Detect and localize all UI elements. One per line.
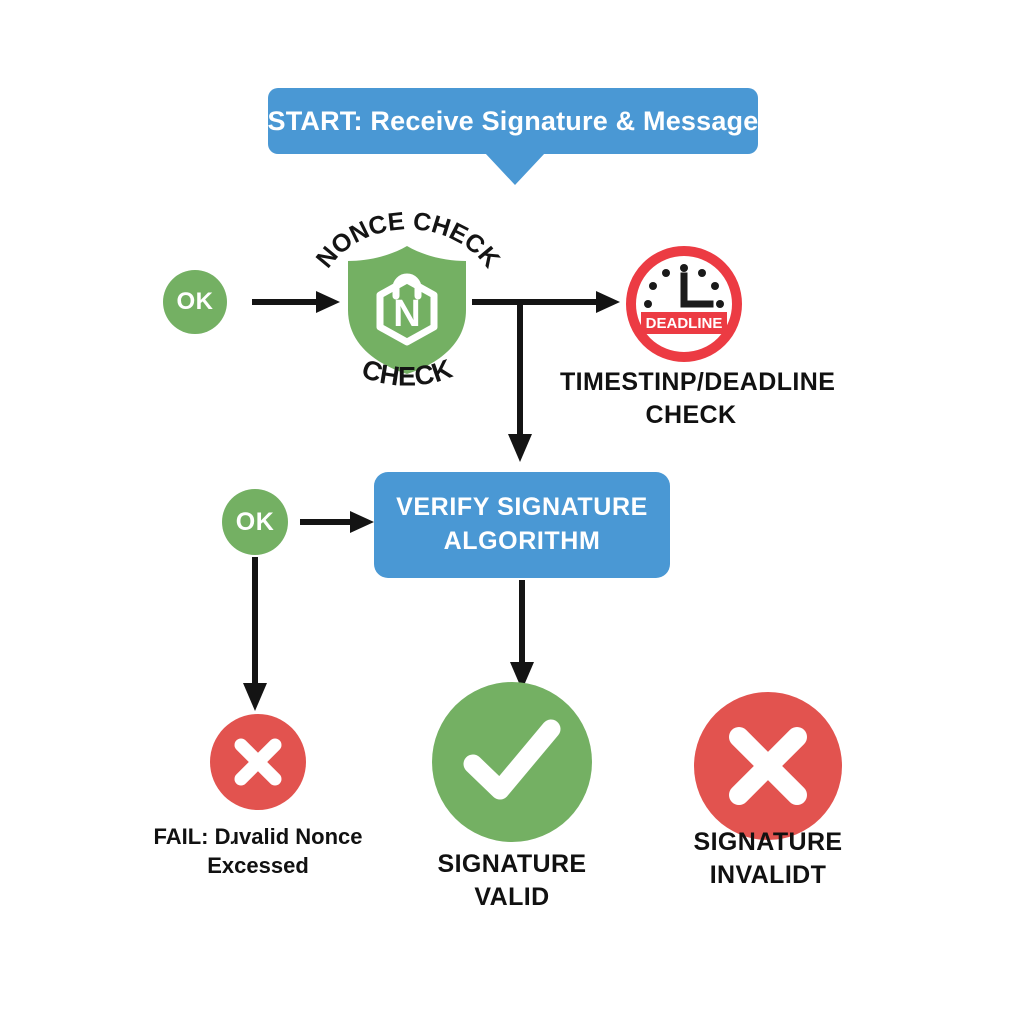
verify-signature-line2: ALGORITHM (443, 527, 601, 555)
check-circle-icon (432, 682, 592, 842)
start-banner-label: START: Receive Signature & Message (267, 105, 759, 136)
ok-node-nonce: OK (163, 270, 227, 334)
arrow-ok-to-nonce (252, 291, 340, 313)
ok-node-nonce-label: OK (176, 288, 214, 315)
outcome-fail-nonce-line1: FAIL: Dɹvalid Nonce (153, 824, 363, 849)
start-banner: START: Receive Signature & Message (268, 88, 758, 154)
nonce-check-node: NONCE CHECK N CHECK (311, 196, 505, 406)
arrow-verify-to-valid (510, 580, 534, 690)
outcome-signature-invalid-line2: INVALIDT (709, 861, 827, 889)
clock-deadline-banner-text: DEADLINE (646, 315, 723, 332)
shield-badge-letter: N (393, 293, 420, 335)
arrow-nonce-to-timestamp (472, 291, 620, 313)
timestamp-check-label-line1: TIMESTINP/DEADLINE (560, 368, 836, 396)
outcome-signature-valid-line1: SIGNATURE (437, 850, 587, 878)
nonce-check-arc-bottom-text: CHECK (358, 353, 456, 391)
outcome-label-signature-invalid: SIGNATURE INVALIDT (668, 826, 868, 892)
outcome-signature-valid-line2: VALID (474, 883, 550, 911)
outcome-label-fail-nonce: FAIL: Dɹvalid Nonce Excessed (138, 822, 378, 880)
arrow-ok-to-fail (243, 557, 267, 711)
ok-node-verify: OK (222, 489, 288, 555)
timestamp-check-label-line2: CHECK (645, 401, 737, 429)
verify-signature-line1: VERIFY SIGNATURE (396, 493, 648, 522)
arrow-branch-to-verify (508, 302, 532, 462)
outcome-signature-invalid-line1: SIGNATURE (693, 828, 843, 856)
cross-circle-icon (210, 714, 306, 810)
outcome-label-signature-valid: SIGNATURE VALID (412, 848, 612, 914)
outcome-fail-nonce-line2: Excessed (207, 853, 309, 879)
svg-text:CHECK: CHECK (358, 353, 456, 391)
ok-node-verify-label: OK (235, 507, 275, 536)
clock-deadline-icon: DEADLINE (626, 246, 742, 362)
timestamp-check-label: TIMESTINP/DEADLINE CHECK (560, 366, 836, 432)
timestamp-check-node: DEADLINE (626, 246, 742, 362)
shield-lock-icon: N (348, 246, 466, 374)
start-banner-tail (485, 153, 545, 185)
nonce-check-arc-bottom: CHECK (358, 353, 456, 391)
cross-circle-icon-invalid (694, 692, 842, 840)
verify-signature-node: VERIFY SIGNATURE ALGORITHM (374, 472, 670, 578)
arrow-ok-to-verify (300, 511, 374, 533)
